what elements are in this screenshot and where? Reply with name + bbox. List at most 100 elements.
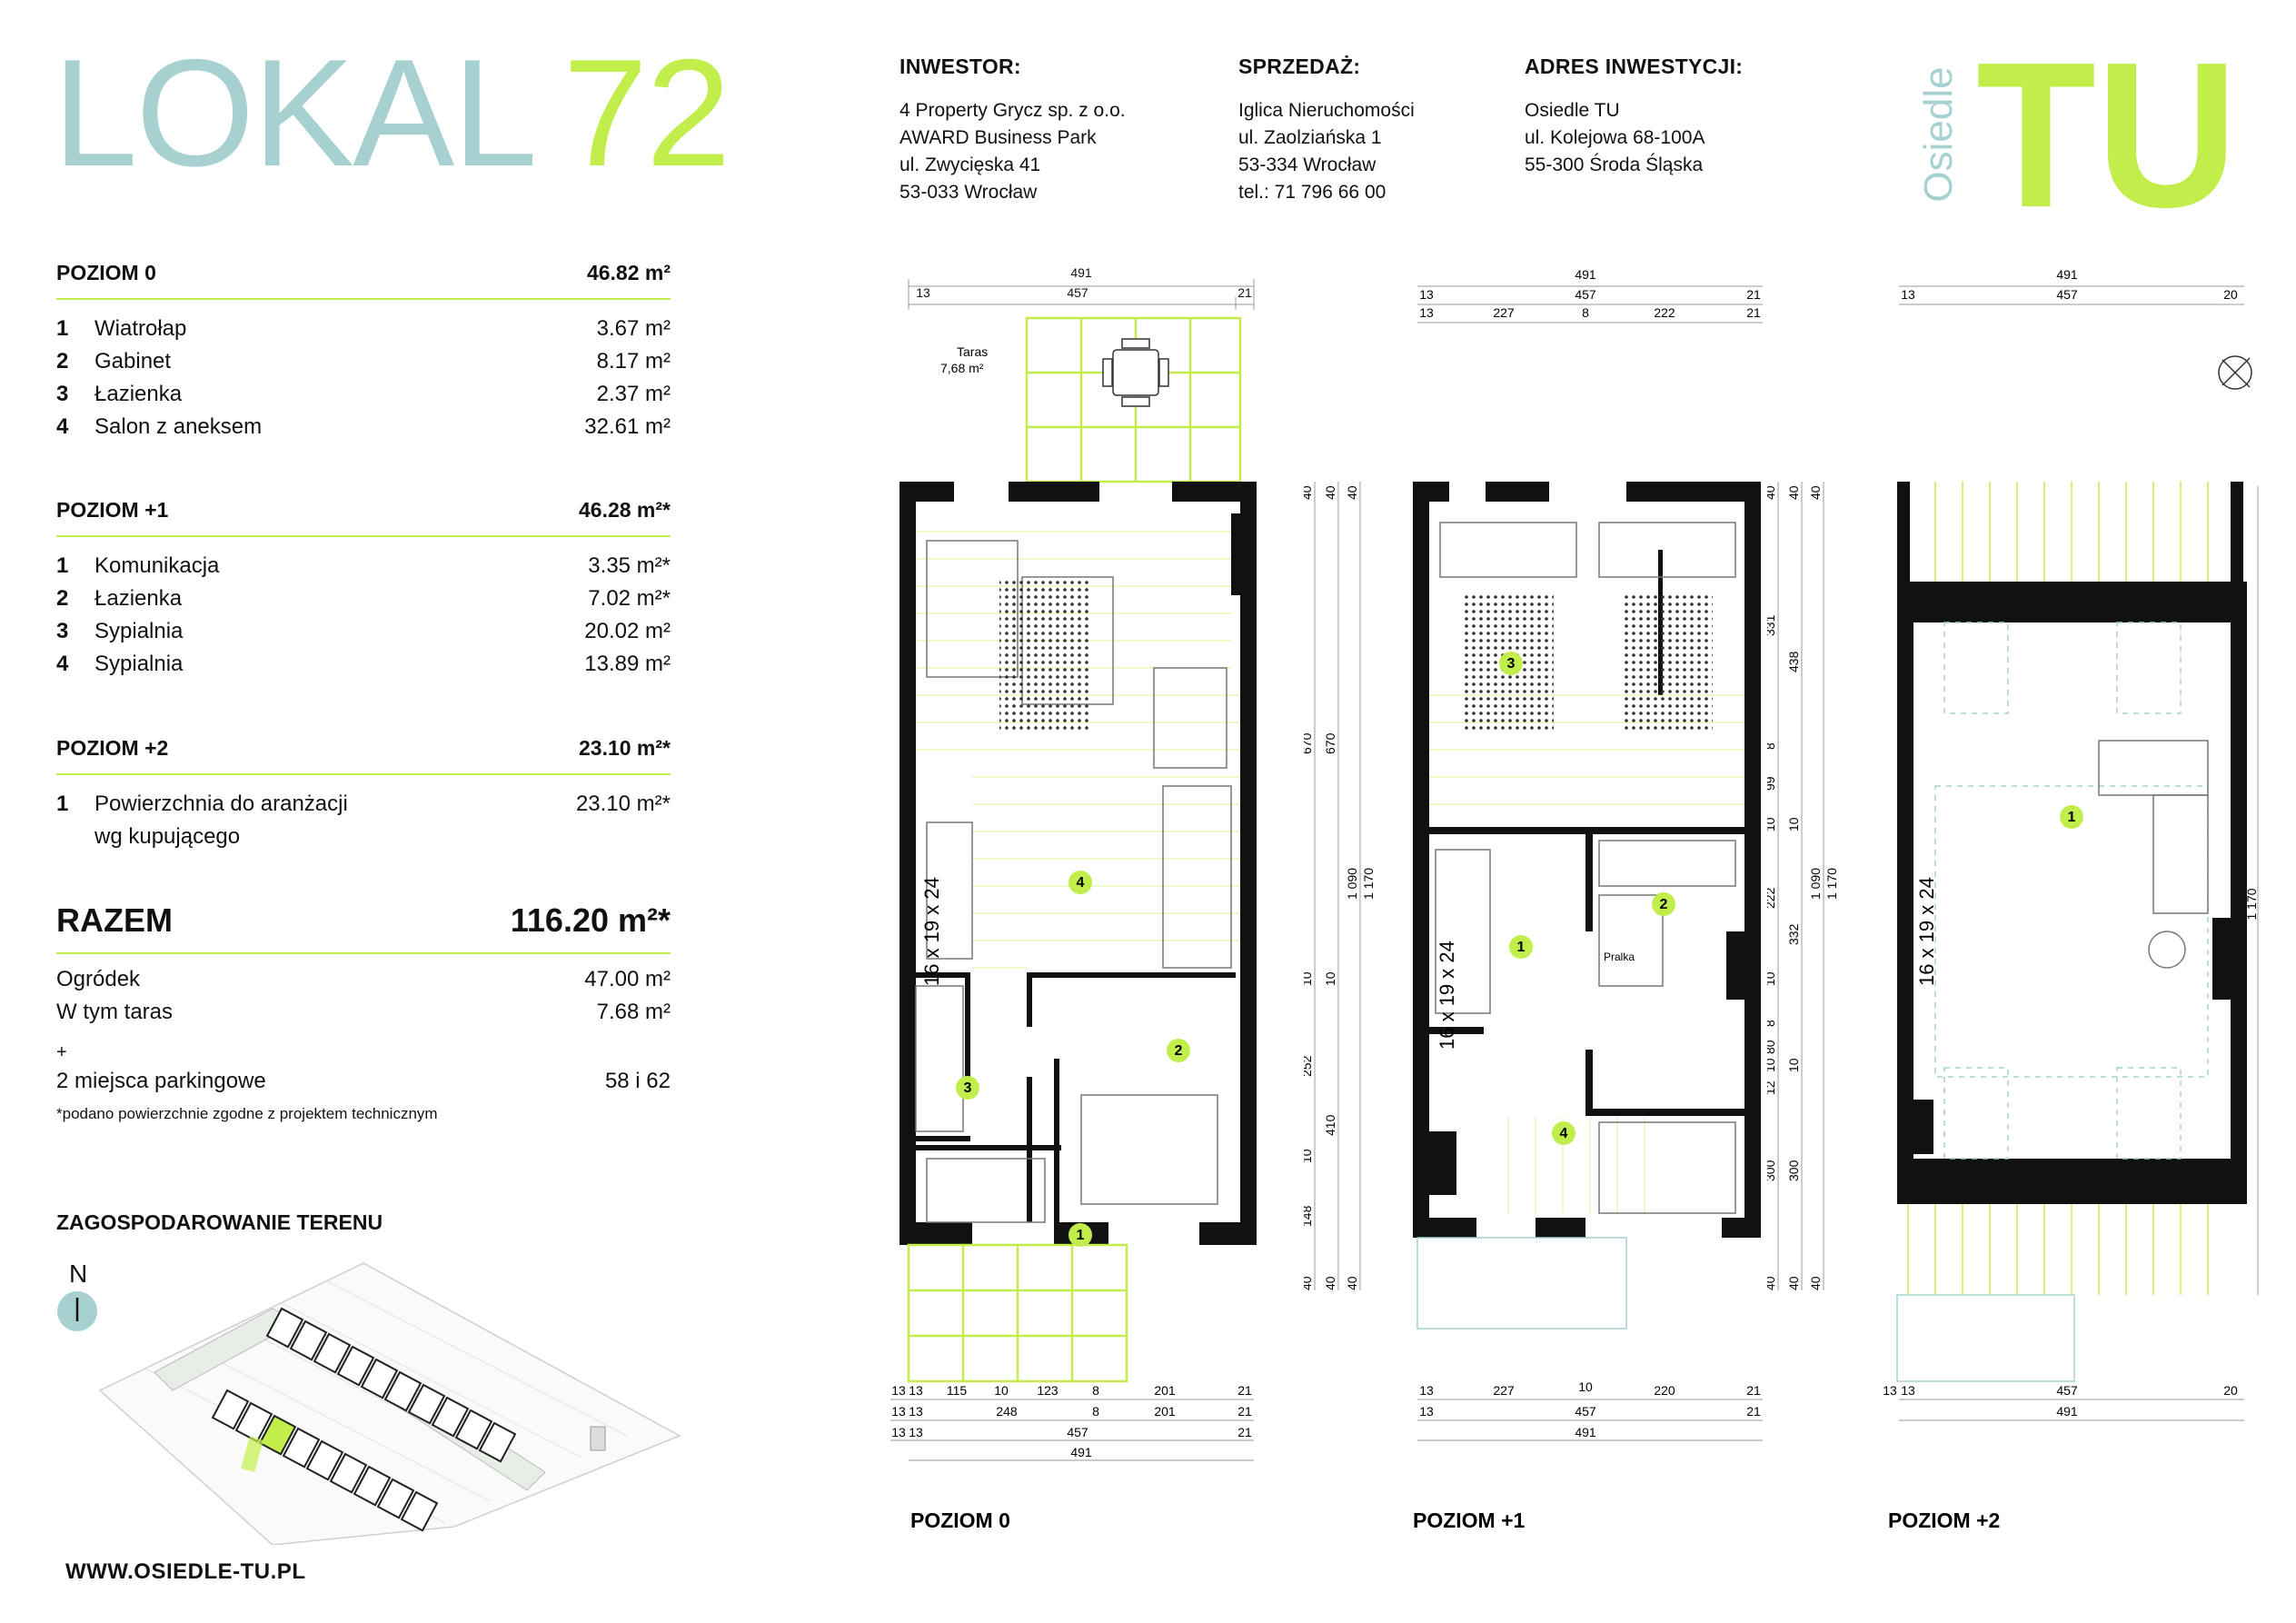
svg-text:21: 21: [1237, 1425, 1252, 1439]
total-area: 116.20 m²*: [510, 901, 671, 939]
svg-text:670: 670: [1304, 732, 1314, 754]
svg-text:148: 148: [1304, 1205, 1314, 1227]
svg-text:1 090: 1 090: [1808, 868, 1823, 900]
extra-value: 47.00 m²: [584, 967, 671, 991]
svg-text:222: 222: [1654, 305, 1675, 320]
plan-level-1-label: POZIOM +1: [1413, 1508, 1526, 1532]
svg-text:13: 13: [909, 1383, 923, 1398]
svg-text:3: 3: [964, 1080, 972, 1096]
svg-text:40: 40: [1808, 1276, 1823, 1290]
north-label: N: [69, 1260, 88, 1288]
north-icon: [57, 1291, 97, 1331]
svg-text:13: 13: [1419, 1404, 1434, 1419]
svg-text:222: 222: [1767, 887, 1777, 909]
svg-text:410: 410: [1323, 1114, 1337, 1136]
svg-text:438: 438: [1786, 651, 1801, 672]
room-area: 23.10 m²*: [575, 792, 671, 816]
svg-text:491: 491: [1070, 1445, 1092, 1459]
level-0-name: POZIOM 0: [56, 261, 156, 284]
svg-text:20: 20: [2223, 1383, 2238, 1398]
room-name: Łazienka: [94, 586, 183, 611]
extra-value: 7.68 m²: [596, 1000, 671, 1024]
room-marker-2: [1167, 1039, 1190, 1062]
svg-text:1 090: 1 090: [1345, 868, 1359, 900]
dim-label: 13: [916, 285, 930, 300]
website-link[interactable]: WWW.OSIEDLE-TU.PL: [65, 1559, 306, 1584]
svg-text:13: 13: [891, 1425, 906, 1439]
room-number: 1: [56, 316, 69, 341]
svg-text:13: 13: [891, 1404, 906, 1419]
svg-text:8: 8: [1767, 1020, 1777, 1027]
stair-label: 16 x 19 x 24: [920, 877, 943, 986]
level-2-area: 23.10 m²*: [578, 736, 671, 760]
svg-text:40: 40: [1323, 1276, 1337, 1290]
svg-text:40: 40: [1767, 485, 1777, 500]
investor-heading: INWESTOR:: [900, 55, 1021, 78]
plan-level-1-side-dims: 40 331 8 99 10 222 10 8 10 12 80 300 40 …: [1767, 482, 1839, 1290]
total-label: RAZEM: [56, 901, 173, 939]
svg-text:227: 227: [1493, 305, 1515, 320]
room-name-continued: wg kupującego: [94, 824, 241, 849]
svg-text:227: 227: [1493, 1383, 1515, 1398]
svg-text:1 170: 1 170: [1824, 868, 1839, 900]
address-block: ADRES INWESTYCJI: Osiedle TU ul. Kolejow…: [1525, 55, 1743, 179]
svg-text:3: 3: [1507, 656, 1516, 672]
room-number: 2: [56, 349, 69, 373]
room-area: 8.17 m²: [596, 349, 671, 373]
level-2-name: POZIOM +2: [56, 736, 169, 760]
room-area: 20.02 m²: [584, 619, 671, 643]
stair-label: 16 x 19 x 24: [1915, 877, 1938, 986]
level-0-area: 46.82 m²: [586, 261, 671, 284]
svg-text:10: 10: [1786, 1058, 1801, 1072]
svg-text:2: 2: [1175, 1043, 1183, 1059]
svg-text:123: 123: [1037, 1383, 1059, 1398]
svg-text:457: 457: [2056, 287, 2078, 302]
room-number: 4: [56, 414, 69, 439]
room-name: Sypialnia: [94, 619, 184, 643]
dim-label: 457: [1067, 285, 1088, 300]
room-area: 32.61 m²: [584, 414, 671, 439]
svg-text:40: 40: [1786, 1276, 1801, 1290]
appliance-label: Pralka: [1604, 951, 1635, 963]
plan-level-0-label: POZIOM 0: [910, 1508, 1010, 1532]
room-name: Wiatrołap: [94, 316, 187, 341]
svg-text:12: 12: [1767, 1080, 1777, 1095]
extra-row: Ogródek 47.00 m²: [56, 963, 671, 996]
svg-text:10: 10: [1304, 971, 1314, 986]
extra-label: Ogródek: [56, 967, 141, 991]
sales-details: Iglica Nieruchomości ul. Zaolziańska 1 5…: [1238, 100, 1415, 203]
room-marker-1: [1509, 935, 1533, 959]
room-row: 4 Salon z aneksem 32.61 m²: [56, 411, 671, 443]
svg-text:40: 40: [1767, 1276, 1777, 1290]
room-name: Łazienka: [94, 382, 183, 406]
room-marker-4: [1068, 871, 1092, 894]
svg-text:8: 8: [1767, 742, 1777, 750]
svg-text:457: 457: [2056, 1383, 2078, 1398]
room-name: Salon z aneksem: [94, 414, 263, 439]
stair-label: 16 x 19 x 24: [1436, 941, 1458, 1050]
svg-text:201: 201: [1154, 1383, 1176, 1398]
title-number: 72: [562, 27, 731, 198]
room-number: 3: [56, 619, 69, 643]
plan-level-0: 491 13 457 21 Taras 7,68 m²: [890, 265, 1257, 1532]
room-row-continuation: wg kupującego: [56, 821, 671, 853]
svg-text:10: 10: [1304, 1149, 1314, 1163]
svg-text:13: 13: [1419, 287, 1434, 302]
svg-text:300: 300: [1786, 1160, 1801, 1181]
svg-text:491: 491: [2056, 267, 2078, 282]
svg-text:1 170: 1 170: [1361, 868, 1376, 900]
svg-text:13: 13: [891, 1383, 906, 1398]
svg-text:10: 10: [1786, 817, 1801, 831]
svg-text:201: 201: [1154, 1404, 1176, 1419]
svg-text:1: 1: [1517, 940, 1526, 955]
svg-text:248: 248: [996, 1404, 1018, 1419]
